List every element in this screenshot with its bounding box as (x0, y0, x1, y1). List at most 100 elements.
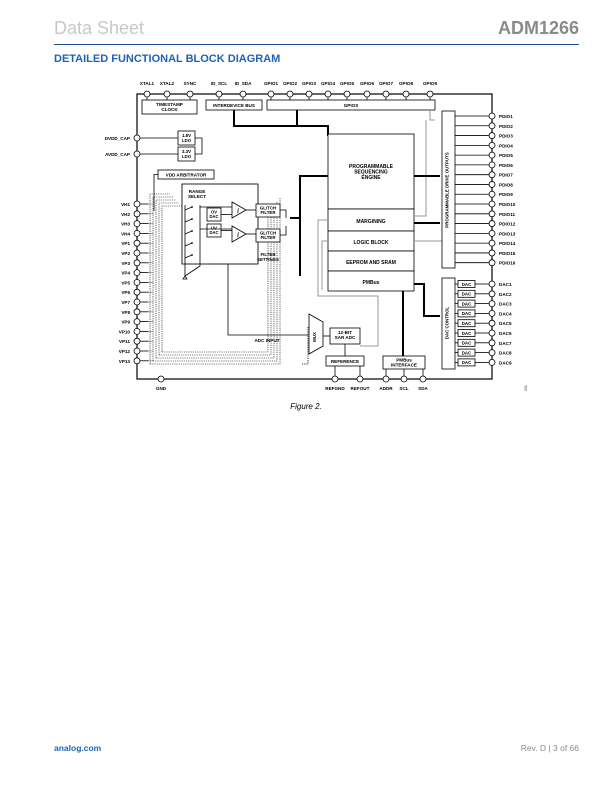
input-pin-label: VP13 (119, 359, 131, 364)
top-pin-label: GPIO1 (264, 81, 278, 86)
input-pin-label: VP4 (121, 271, 130, 276)
range-select-label: RANGE (189, 189, 206, 194)
pdio-pin-label: PDIO14 (499, 241, 516, 246)
gpios-block (266, 99, 436, 111)
pdio-pin (488, 259, 496, 267)
bus-filter-engine (290, 175, 328, 219)
pdio-pin (488, 249, 496, 257)
pmbus-interface-label: PMBus (396, 358, 412, 363)
input-pin-label: VP1 (121, 241, 130, 246)
footer-revision: Rev. D | 3 of 66 (520, 743, 579, 753)
channel-route (156, 204, 275, 359)
cap-pin-label: AVDD_CAP (105, 152, 130, 157)
pdio-pin-label: PDIO5 (499, 153, 513, 158)
top-pin-label: GPIO2 (283, 81, 297, 86)
range-ladder (182, 205, 188, 280)
dac-pin-label: DAC5 (499, 321, 512, 326)
bottom-pin (356, 375, 364, 383)
footer-website-link[interactable]: analog.com (54, 743, 102, 753)
uv-dac-label: DAC (209, 230, 218, 235)
pdio-pin-label: PDIO4 (499, 143, 513, 148)
top-pin-label: GPIO6 (360, 81, 374, 86)
adc-input-wire (227, 264, 308, 336)
drive-outputs-label: PROGRAMMABLE DRIVE OUTPUTS (445, 152, 450, 227)
top-pin-label: GPIO4 (321, 81, 335, 86)
glitch-filter-uv-label: GLITCH (260, 231, 276, 236)
sequencing-engine-block (327, 133, 415, 210)
input-pin (133, 337, 141, 345)
gpios-label: GPIOS (344, 103, 359, 108)
pdio-pin-label: PDIO10 (499, 202, 516, 207)
dac-pin (488, 329, 496, 337)
input-pin (133, 259, 141, 267)
input-pin-label: VH1 (121, 202, 130, 207)
input-pin-label: VP12 (119, 349, 131, 354)
dac-pin-label: DAC8 (499, 351, 512, 356)
input-pin-label: VP11 (119, 339, 130, 344)
dac-pin (488, 339, 496, 347)
sar-adc-label: SAR ADC (335, 335, 356, 340)
range-output (184, 205, 201, 277)
ov-dac-label: DAC (209, 214, 218, 219)
adc-input-route (302, 326, 309, 365)
range-switch (184, 254, 193, 259)
input-pin-label: VP2 (121, 251, 130, 256)
vdd-wire (153, 174, 158, 211)
range-select-label: SELECT (188, 194, 206, 199)
dac-pin (488, 290, 496, 298)
pdio-pin (488, 132, 496, 139)
pdio-pin-label: PDIO11 (499, 212, 516, 217)
timestamp-clock-block (141, 99, 198, 115)
dac-pin-label: DAC7 (499, 341, 512, 346)
dac-pin (488, 280, 496, 288)
channel-route (153, 201, 278, 362)
pdio-pin (488, 181, 496, 188)
channel-route (161, 205, 182, 352)
input-pin-label: VP5 (121, 280, 130, 285)
input-pin-label: VP7 (121, 300, 130, 305)
input-pin (133, 249, 141, 257)
bottom-pin (400, 375, 408, 383)
pdio-pin (488, 151, 496, 159)
figure-id: 001 (524, 385, 528, 391)
pmbus-label: PMBus (363, 280, 380, 286)
interdevice-bus-label: INTERDEVICE BUS (213, 103, 255, 108)
top-pin (402, 90, 410, 98)
ldo-3v3-label: 3.3V (182, 149, 191, 154)
pdio-pin-label: PDIO8 (499, 182, 513, 187)
glitch-filter-ov-label: GLITCH (260, 206, 276, 211)
uv-dac-label: UV (211, 226, 217, 231)
input-pin (133, 278, 141, 286)
pdio-pin (488, 161, 496, 169)
dac-pin (488, 309, 496, 317)
pdio-pin-label: PDIO15 (499, 251, 516, 256)
bottom-pin (382, 375, 390, 383)
ldo-1v8-label: LDO (182, 138, 192, 143)
channel-route (150, 198, 281, 365)
gray-route (321, 240, 328, 290)
range-switch (184, 230, 193, 235)
bottom-pin-label: SCL (399, 386, 408, 391)
dac-block-label: DAC (462, 360, 472, 365)
sar-adc-label: 12-BIT (338, 330, 352, 335)
dac-pin (488, 358, 496, 366)
bottom-pin-label: ADDR (379, 386, 393, 391)
top-pin-label: GPIO9 (423, 81, 437, 86)
pdio-pin-label: PDIO1 (499, 114, 513, 119)
top-pin (382, 90, 390, 98)
pdio-pin (488, 171, 496, 179)
dac-pin-label: DAC2 (499, 292, 512, 297)
pdio-pin (488, 229, 496, 237)
dac-block-label: DAC (462, 350, 472, 355)
cap-pin (133, 134, 141, 142)
sequencing-engine-label: ENGINE (361, 175, 381, 181)
ov-dac-label: OV (211, 210, 217, 215)
eeprom-label: EEPROM AND SRAM (346, 260, 396, 266)
pdio-pin-label: PDIO16 (499, 261, 516, 266)
cap-pin-label: DVDD_CAP (105, 136, 130, 141)
top-pin-label: XTAL1 (140, 81, 155, 86)
top-pin-label: GPIO8 (399, 81, 413, 86)
bottom-pin (419, 375, 427, 383)
pdio-pin (488, 141, 496, 149)
bottom-pin (157, 375, 165, 383)
